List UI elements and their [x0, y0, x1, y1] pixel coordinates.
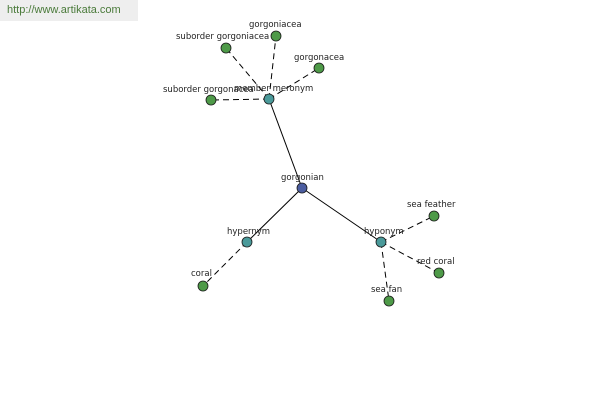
node-red-coral[interactable] [433, 267, 445, 279]
site-url-watermark[interactable]: http://www.artikata.com [0, 0, 138, 21]
node-hyponym[interactable] [375, 236, 387, 248]
node-suborder-gorgonacea[interactable] [205, 94, 217, 106]
node-gorgoniacea[interactable] [270, 30, 282, 42]
node-suborder-gorgoniacea[interactable] [220, 42, 232, 54]
node-label-suborder-gorgoniacea[interactable]: suborder gorgoniacea [176, 32, 269, 42]
node-label-sea-feather[interactable]: sea feather [407, 200, 456, 210]
edge-member-meronym-to-suborder-gorgoniacea [225, 47, 270, 100]
node-label-gorgonacea[interactable]: gorgonacea [294, 53, 344, 63]
node-sea-fan[interactable] [383, 295, 395, 307]
node-label-coral[interactable]: coral [191, 269, 212, 279]
node-label-red-coral[interactable]: red coral [417, 257, 455, 267]
edge-gorgonian-to-member-meronym [268, 98, 303, 189]
node-label-gorgoniacea[interactable]: gorgoniacea [249, 20, 302, 30]
node-label-suborder-gorgonacea[interactable]: suborder gorgonacea [163, 85, 254, 95]
node-hypernym[interactable] [241, 236, 253, 248]
node-label-hyponym[interactable]: hyponym [364, 227, 404, 237]
node-label-gorgonian[interactable]: gorgonian [281, 173, 324, 183]
edge-member-meronym-to-gorgoniacea [268, 35, 277, 100]
edge-hyponym-to-red-coral [380, 241, 440, 274]
nodes-layer [197, 30, 445, 307]
edge-gorgonian-to-hypernym [246, 187, 303, 243]
node-gorgonacea[interactable] [313, 62, 325, 74]
node-label-member-meronym[interactable]: member meronym [234, 84, 313, 94]
node-label-hypernym[interactable]: hypernym [227, 227, 270, 237]
node-sea-feather[interactable] [428, 210, 440, 222]
node-label-sea-fan[interactable]: sea fan [371, 285, 402, 295]
edges-layer [202, 35, 440, 302]
labels-layer: gorgonian member meronym hypernym hyponym go… [163, 20, 456, 295]
node-member-meronym[interactable] [263, 93, 275, 105]
node-gorgonian[interactable] [296, 182, 308, 194]
node-coral[interactable] [197, 280, 209, 292]
edge-gorgonian-to-hyponym [301, 187, 382, 243]
edge-member-meronym-to-suborder-gorgonacea [210, 98, 270, 101]
edge-hypernym-to-coral [202, 241, 248, 287]
